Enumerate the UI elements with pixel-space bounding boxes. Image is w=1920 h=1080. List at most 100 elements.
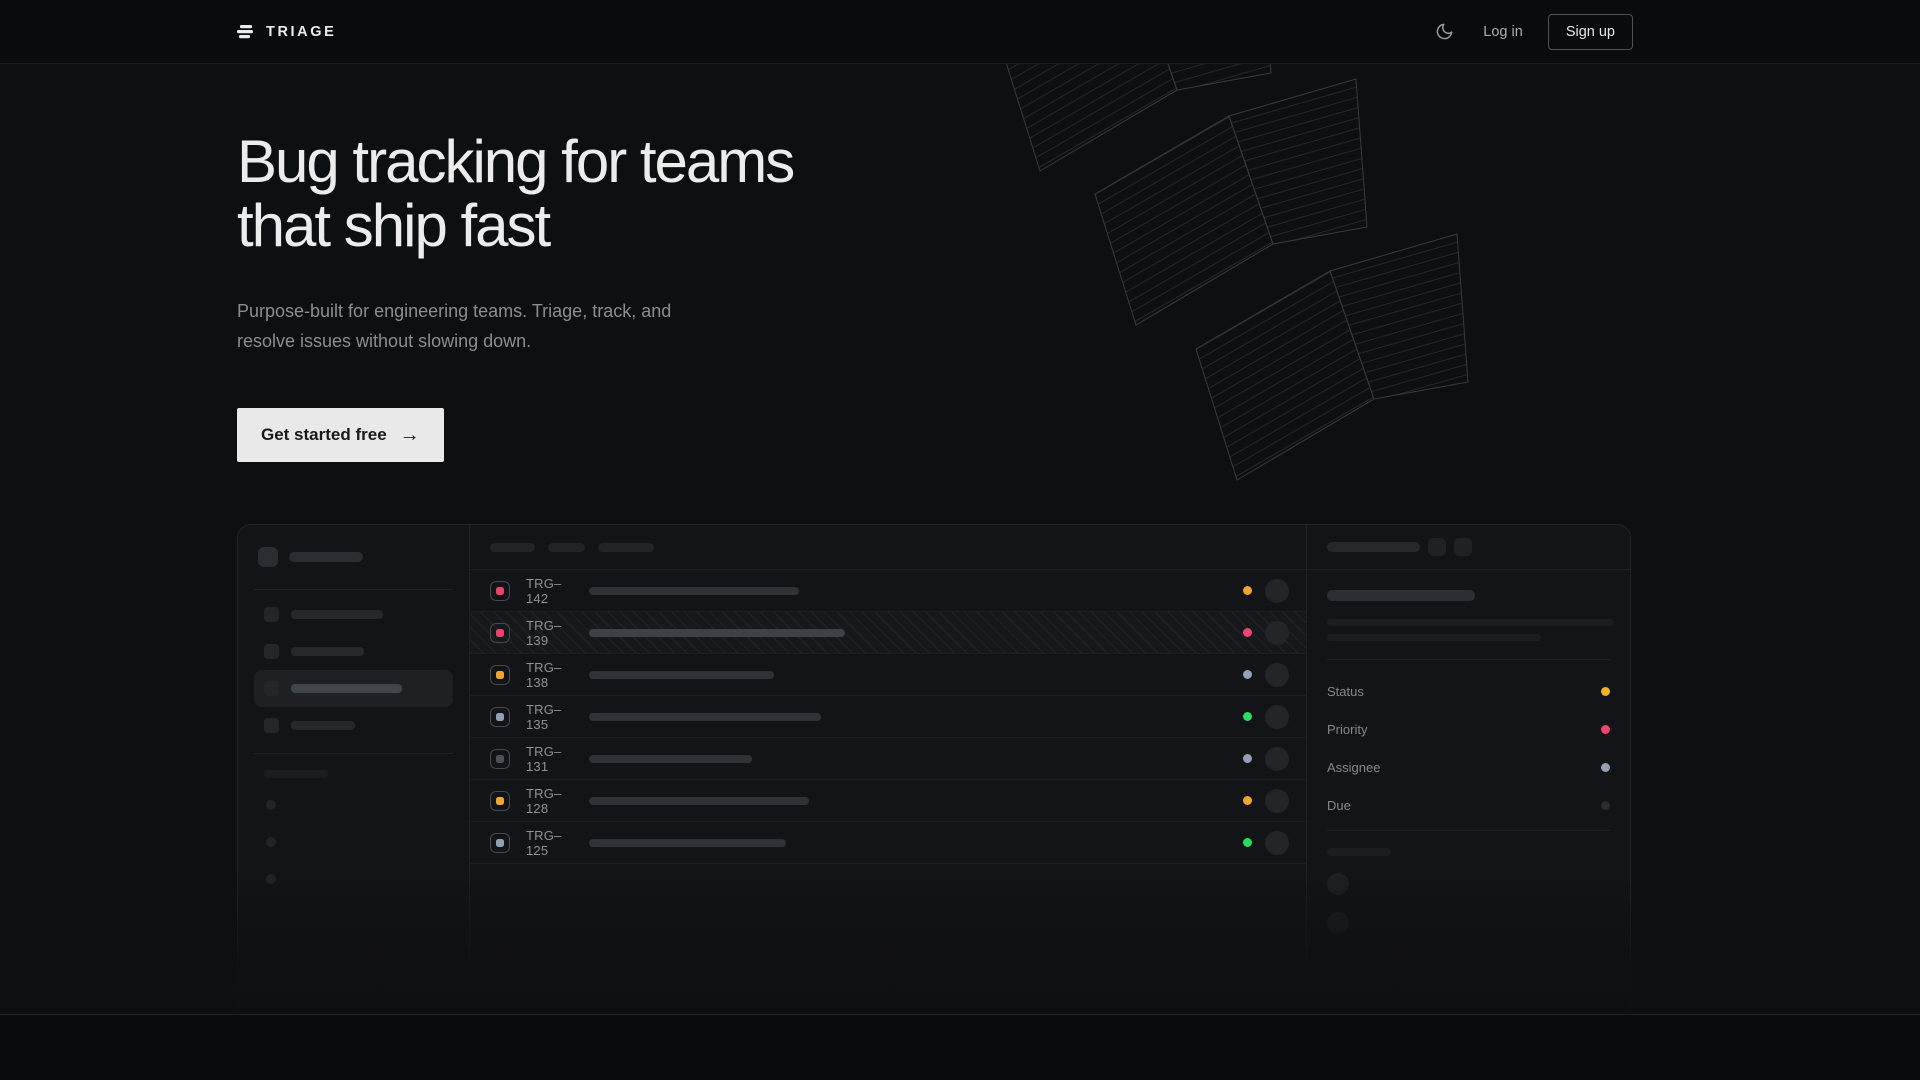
field-value-dot: [1601, 800, 1610, 810]
mockup-detail-panel: Status Priority Assignee Due: [1306, 525, 1630, 1014]
project-dot[interactable]: [266, 874, 276, 884]
assignee-avatar: [1265, 620, 1289, 645]
issue-type-icon: [490, 706, 510, 727]
issue-id: TRG–131: [526, 743, 562, 774]
nav-inner: TRIAGE Log in Sign up: [237, 0, 1633, 63]
issue-id: TRG–138: [526, 659, 562, 690]
field-row-due[interactable]: Due: [1327, 786, 1610, 824]
issue-row[interactable]: TRG–131: [470, 738, 1306, 780]
sidebar-nav: [254, 596, 453, 744]
issue-row[interactable]: TRG–125: [470, 822, 1306, 864]
activity-label-skeleton: [1327, 848, 1391, 856]
field-value-dot: [1601, 686, 1610, 696]
cta-label: Get started free: [261, 425, 387, 444]
issue-title-skeleton: [589, 628, 845, 637]
issue-type-icon: [490, 664, 510, 685]
project-dot[interactable]: [266, 800, 276, 810]
field-row-assignee[interactable]: Assignee: [1327, 748, 1610, 786]
sidebar-item-label-skeleton: [291, 647, 364, 656]
issue-type-icon: [490, 748, 510, 769]
issue-type-icon: [490, 790, 510, 811]
hero-subtitle: Purpose-built for engineering teams. Tri…: [237, 301, 672, 351]
sidebar-item-icon: [264, 718, 279, 733]
decorative-wireframes: [1005, 64, 1469, 481]
filter-pill-skeleton[interactable]: [548, 542, 585, 552]
sidebar-project-dots: [266, 800, 453, 884]
filter-pill-skeleton[interactable]: [598, 542, 654, 552]
status-dot: [1243, 586, 1252, 595]
get-started-button[interactable]: Get started free →: [237, 408, 444, 462]
issue-id: TRG–125: [526, 827, 562, 858]
sidebar-item[interactable]: [254, 596, 453, 633]
moon-icon: [1436, 23, 1453, 40]
hero-section: TRIAGE Log in Sign up: [0, 0, 1920, 1014]
mockup-sidebar: [238, 525, 470, 1014]
status-dot: [1243, 670, 1252, 679]
issue-type-icon: [490, 622, 510, 643]
assignee-avatar: [1265, 704, 1289, 729]
signup-button[interactable]: Sign up: [1547, 13, 1633, 50]
wireframe-slab-3: [1195, 233, 1469, 481]
issue-type-icon: [490, 580, 510, 601]
issue-title-skeleton: [589, 586, 799, 595]
issue-title-skeleton: [589, 754, 752, 763]
status-dot: [1243, 754, 1252, 763]
field-row-priority[interactable]: Priority: [1327, 710, 1610, 748]
issue-type-icon: [490, 832, 510, 853]
sidebar-item-active[interactable]: [254, 670, 453, 707]
status-dot: [1243, 712, 1252, 721]
detail-divider: [1327, 830, 1610, 831]
mockup-issue-list: TRG–142 TRG–139 TRG–138: [470, 525, 1306, 1014]
sidebar-item[interactable]: [254, 707, 453, 744]
sidebar-section-label-skeleton: [264, 770, 328, 778]
issue-row[interactable]: TRG–142: [470, 570, 1306, 612]
sidebar-item[interactable]: [254, 633, 453, 670]
workspace-name-skeleton: [289, 552, 363, 562]
list-toolbar: [470, 525, 1306, 570]
issue-row-selected[interactable]: TRG–139: [470, 612, 1306, 654]
sidebar-item-label-skeleton: [291, 721, 355, 730]
issue-row[interactable]: TRG–138: [470, 654, 1306, 696]
sidebar-item-label-skeleton: [291, 684, 402, 693]
detail-fields: Status Priority Assignee Due: [1327, 672, 1610, 824]
field-value-dot: [1601, 724, 1610, 734]
detail-action-button[interactable]: [1454, 538, 1472, 556]
project-dot[interactable]: [266, 837, 276, 847]
nav-actions: Log in Sign up: [1431, 13, 1633, 50]
login-link[interactable]: Log in: [1483, 23, 1523, 40]
workspace-switcher[interactable]: [254, 547, 453, 589]
field-label: Due: [1327, 797, 1351, 813]
wireframe-slab-1: [1005, 64, 1272, 172]
activity-avatar: [1327, 912, 1349, 934]
sidebar-item-icon: [264, 607, 279, 622]
theme-toggle-button[interactable]: [1431, 18, 1458, 45]
sidebar-divider: [254, 753, 453, 754]
status-dot: [1243, 796, 1252, 805]
brand[interactable]: TRIAGE: [237, 24, 336, 40]
field-row-status[interactable]: Status: [1327, 672, 1610, 710]
issue-id: TRG–135: [526, 701, 562, 732]
field-label: Status: [1327, 683, 1364, 699]
workspace-avatar: [258, 547, 278, 567]
detail-action-button[interactable]: [1428, 538, 1446, 556]
detail-description-skeleton: [1327, 619, 1614, 626]
app-mockup: TRG–142 TRG–139 TRG–138: [237, 524, 1631, 1014]
issue-id: TRG–142: [526, 575, 562, 606]
issue-title-skeleton: [589, 712, 821, 721]
activity-avatar: [1327, 873, 1349, 895]
status-dot: [1243, 838, 1252, 847]
issue-row[interactable]: TRG–128: [470, 780, 1306, 822]
field-label: Assignee: [1327, 759, 1381, 775]
issue-title-skeleton: [589, 796, 809, 805]
assignee-avatar: [1265, 788, 1289, 813]
filter-pill-skeleton[interactable]: [490, 542, 535, 552]
issue-title-skeleton: [589, 670, 774, 679]
top-nav: TRIAGE Log in Sign up: [0, 0, 1920, 64]
assignee-avatar: [1265, 578, 1289, 603]
triage-logo-icon: [237, 24, 255, 40]
issue-row[interactable]: TRG–135: [470, 696, 1306, 738]
assignee-avatar: [1265, 662, 1289, 687]
issue-id: TRG–139: [526, 617, 562, 648]
field-value-dot: [1601, 762, 1610, 772]
